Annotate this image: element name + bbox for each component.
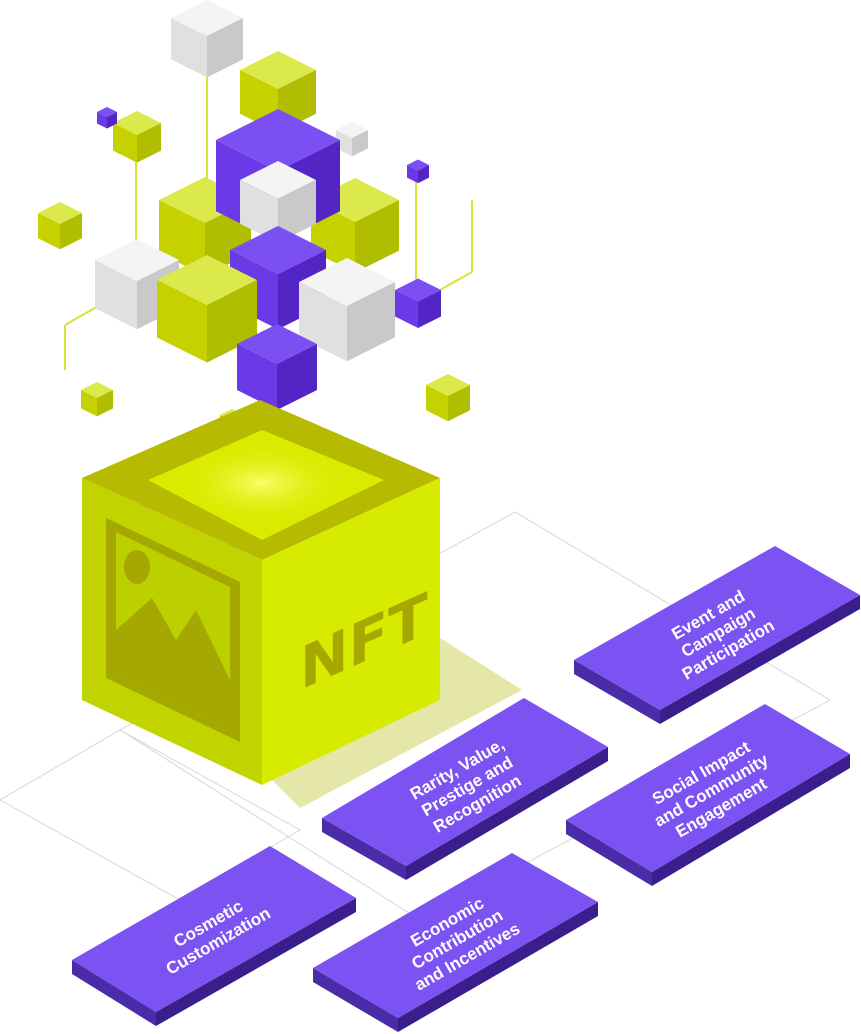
tile-face [313,968,398,1032]
purple-cube [97,107,117,129]
tile-face [72,846,356,1012]
cube-glow [177,443,347,523]
cube-face [407,165,418,184]
purple-cube [395,278,441,328]
cube-face [418,165,429,184]
cube-face [81,390,97,417]
cube-face [278,180,316,243]
cube-face [60,213,82,250]
lime-cube [426,374,470,422]
tile-face [660,595,860,724]
tile-face [322,818,406,880]
cube-face [97,112,107,129]
nft-main-cube: NFT [82,400,440,785]
purple-cube [237,324,317,410]
cube-face [418,290,441,328]
cube-face [113,123,137,163]
tile-face [566,704,850,872]
cube-face [137,123,161,163]
connector-line [439,271,473,291]
cube-face [352,130,368,157]
cube-face [347,282,395,362]
white-cube [336,122,368,157]
cube-face [277,344,317,410]
cube-face [95,260,137,330]
image-mountain-icon [116,598,230,730]
tile-face [574,660,660,724]
cube-face [448,385,470,422]
white-cube [240,161,316,243]
cube-floor-shadow [262,638,522,808]
cube-face [426,385,448,422]
tile-face [156,898,356,1026]
white-cube [171,0,243,78]
cube-face [157,280,207,363]
tile-face [574,546,860,710]
purple-cube [407,159,429,184]
cube-face [237,344,277,410]
tile-face [72,960,156,1026]
cube-face [207,18,243,78]
lime-cube [38,202,82,250]
floating-cubes [38,0,470,492]
tile-face [406,747,608,880]
connector-line [64,304,101,326]
image-sun-icon [124,550,150,584]
tile-cosmetic: CosmeticCustomization [72,846,356,1026]
tile-event: Event andCampaignParticipation [574,546,860,724]
cube-face [240,180,278,243]
tile-face [313,853,598,1018]
tile-face [322,698,608,866]
cube-face [171,18,207,78]
cube-face [97,390,113,417]
cube-face [395,290,418,328]
tile-face [652,754,850,886]
cube-face [107,112,117,129]
cube-face [38,213,60,250]
tile-face [566,820,652,886]
lime-cube [81,382,113,417]
tile-social: Social Impactand CommunityEngagement [566,704,850,886]
lime-cube [113,111,161,163]
tile-face [398,902,598,1032]
cube-right-face [262,478,440,785]
cube-face [355,200,399,273]
tile-economic: EconomicContributionand Incentives [313,853,598,1032]
